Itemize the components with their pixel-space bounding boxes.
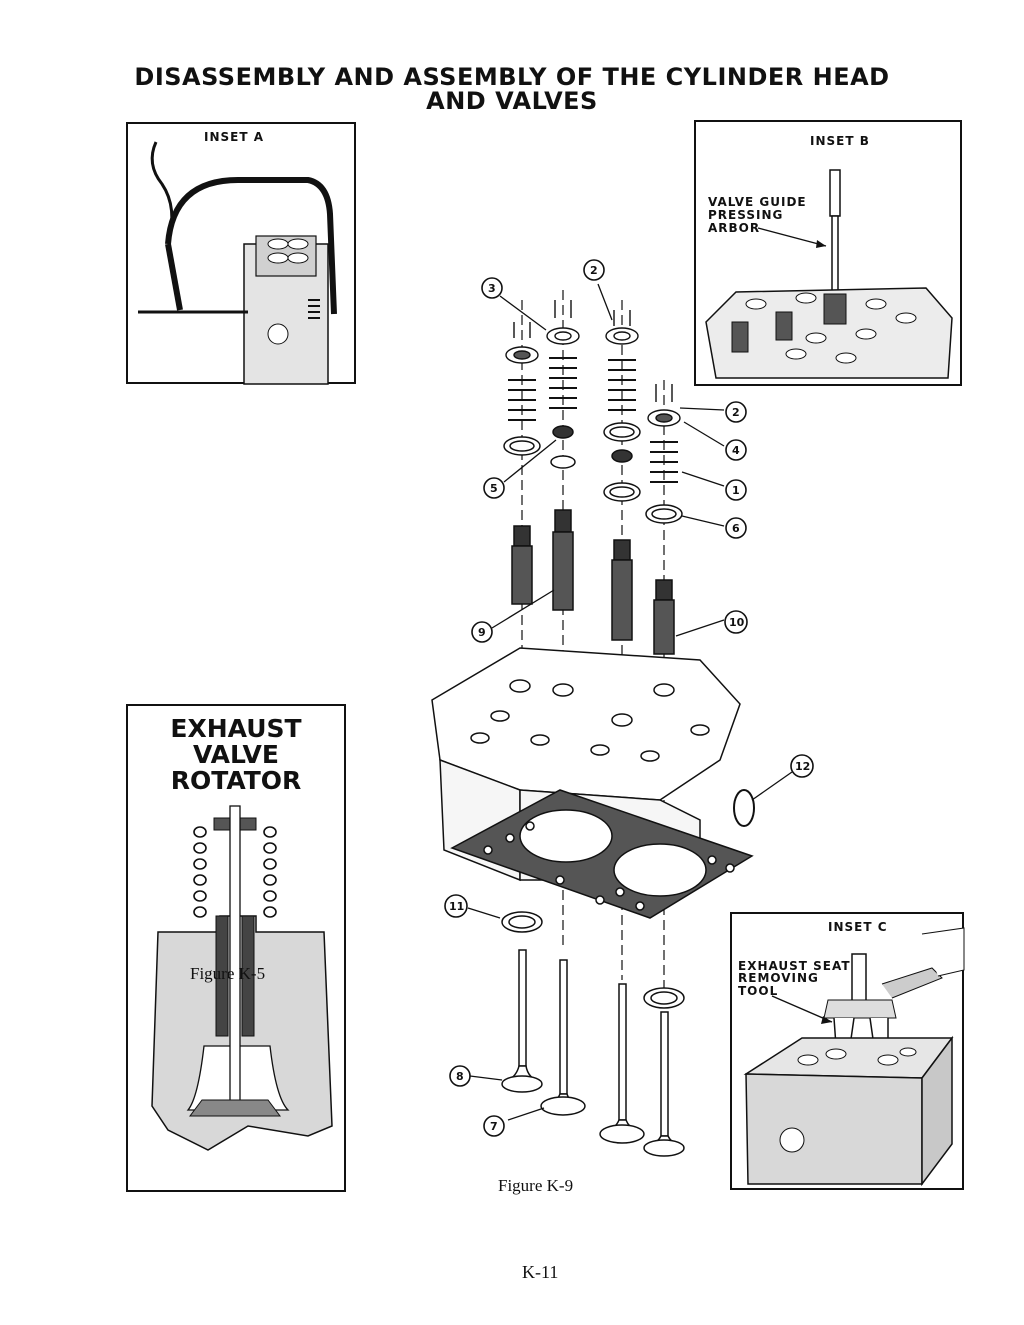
callout-1: 1 [725, 479, 747, 501]
inset-a-panel: INSET A [126, 122, 356, 385]
svg-text:4: 4 [732, 444, 740, 457]
inset-b-tool-label-2: PRESSING [708, 208, 784, 222]
callout-4: 4 [725, 439, 747, 461]
svg-text:9: 9 [478, 626, 486, 639]
svg-text:1: 1 [732, 484, 740, 497]
svg-text:3: 3 [488, 282, 496, 295]
page-title-line1: DISASSEMBLY AND ASSEMBLY OF THE CYLINDER… [134, 63, 890, 91]
inset-c-tool-label-2: REMOVING [738, 971, 819, 985]
page-number: K-11 [522, 1262, 559, 1282]
callout-7: 7 [483, 1115, 505, 1137]
rotator-title-line1: EXHAUST [170, 714, 302, 743]
page-title-line2: AND VALVES [426, 87, 598, 115]
callout-9: 9 [471, 621, 493, 643]
inset-b-tool-label-3: ARBOR [708, 221, 761, 235]
svg-text:6: 6 [732, 522, 740, 535]
inset-b-tool-label-1: VALVE GUIDE [708, 195, 807, 209]
svg-text:7: 7 [490, 1120, 498, 1133]
callout-11: 11 [444, 894, 468, 918]
figure-k5-caption: Figure K-5 [190, 964, 266, 983]
inset-c-tool-label-3: TOOL [738, 984, 779, 998]
valve-guide-arbor-drawing [705, 169, 953, 379]
inset-c-tool-label-1: EXHAUST SEAT [738, 959, 851, 973]
inset-b-panel: INSET B VALVE GUIDE PRESSING ARBOR [694, 120, 962, 386]
inset-b-label: INSET B [810, 134, 870, 148]
callout-2-top: 2 [583, 259, 605, 281]
svg-text:10: 10 [729, 616, 745, 629]
callout-8: 8 [449, 1065, 471, 1087]
svg-text:8: 8 [456, 1070, 464, 1083]
exhaust-valve-rotator-panel: EXHAUST VALVE ROTATOR Figure K-5 [126, 704, 346, 1192]
rotator-title-line3: ROTATOR [170, 766, 302, 795]
callout-5: 5 [483, 477, 505, 499]
rotator-cutaway-drawing [151, 805, 333, 1151]
inset-c-label: INSET C [828, 920, 888, 934]
callout-3: 3 [481, 277, 503, 299]
valve-spring-compressor-drawing [138, 141, 337, 385]
svg-text:12: 12 [795, 760, 810, 773]
inset-a-label: INSET A [204, 130, 264, 144]
svg-text:2: 2 [732, 406, 740, 419]
callout-2-right: 2 [725, 401, 747, 423]
svg-text:2: 2 [590, 264, 598, 277]
callout-10: 10 [724, 610, 748, 634]
callout-6: 6 [725, 517, 747, 539]
svg-text:11: 11 [449, 900, 464, 913]
svg-text:5: 5 [490, 482, 498, 495]
rotator-title-line2: VALVE [193, 740, 279, 769]
inset-c-panel: INSET C EXHAUST SEAT REMOVING TOOL [730, 912, 965, 1190]
exhaust-seat-tool-drawing [743, 927, 965, 1187]
figure-k9-caption: Figure K-9 [498, 1176, 574, 1195]
callout-12: 12 [790, 754, 814, 778]
